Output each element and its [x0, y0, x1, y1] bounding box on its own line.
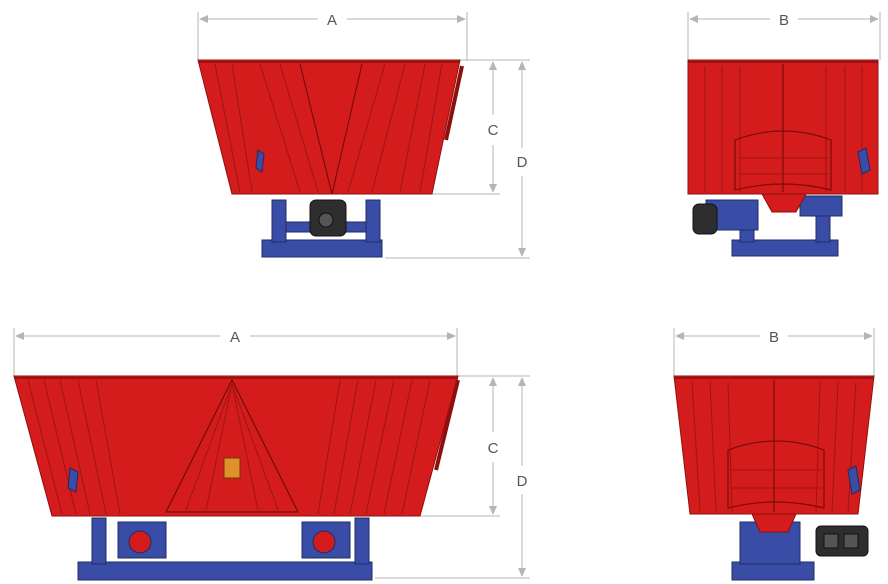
dimension-c-bottom: C [420, 375, 500, 517]
dimension-b-bottom: B [673, 328, 875, 376]
dimension-b-label: B [769, 329, 779, 346]
view-top-side: A C D [197, 12, 530, 259]
mixer-side-large [13, 375, 460, 581]
dimension-b-top: B [687, 12, 881, 60]
view-top-front: B [687, 12, 881, 257]
dimension-d-label: D [517, 473, 528, 490]
dimension-d-label: D [517, 154, 528, 171]
dimension-d-top: D [385, 59, 530, 259]
dimension-c-label: C [488, 122, 499, 139]
dimension-a-label: A [230, 329, 240, 346]
dimension-a-label: A [327, 12, 337, 29]
dimension-c-label: C [488, 440, 499, 457]
mixer-front-small [687, 59, 879, 257]
dimension-a-bottom: A [13, 328, 458, 376]
dimension-d-bottom: D [375, 375, 530, 579]
mixer-front-large [673, 375, 875, 581]
dimension-a-top: A [197, 12, 468, 60]
dimension-b-label: B [779, 12, 789, 29]
view-bottom-front: B [673, 328, 875, 581]
view-bottom-side: A C D [13, 328, 530, 581]
mixer-side-small [197, 59, 464, 258]
